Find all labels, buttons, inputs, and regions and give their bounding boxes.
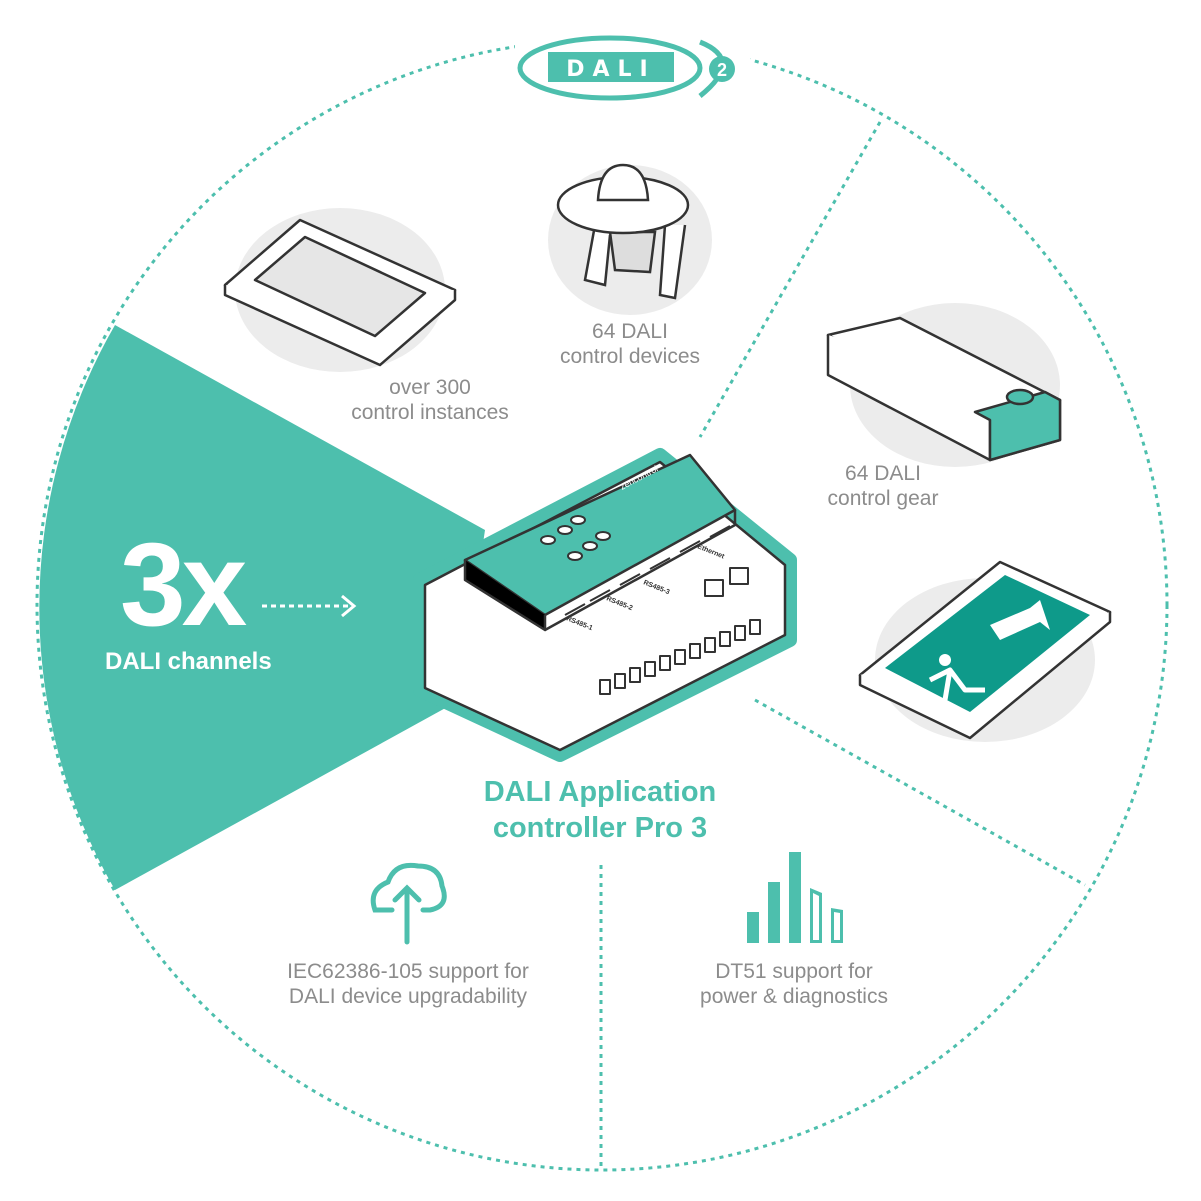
label-line: over 300 [389,376,471,399]
label-line: DT51 support for [715,960,873,983]
label-line: 64 DALI [592,320,668,343]
title-line: DALI Application [483,776,717,808]
logo-text: DALI [566,57,656,82]
bar-chart-icon [747,852,843,943]
product-title: DALI Application controller Pro 3 [400,774,800,846]
arrow-head [341,594,357,618]
label-line: power & diagnostics [700,985,888,1008]
feature-label-diagnostics: DT51 support for power & diagnostics [634,959,954,1009]
label-line: DALI device upgradability [288,985,528,1008]
label-line: control instances [351,401,509,424]
channel-label: DALI channels [105,648,272,675]
feature-label-devices: 64 DALI control devices [520,319,740,369]
channel-count: 3x [120,519,247,651]
logo-version: 2 [717,60,727,80]
emergency-exit-sign-icon [858,560,1112,740]
feature-label-instances: over 300 control instances [320,375,540,425]
label-line: 64 DALI [845,462,921,485]
label-line: control gear [827,487,939,510]
sensor-icon [556,163,690,300]
label-line: IEC62386-105 support for [287,960,529,983]
dotted-circle [35,38,1169,1172]
feature-label-gear: 64 DALI control gear [773,461,993,511]
divider-line [754,698,1086,887]
title-line: controller Pro 3 [492,812,708,844]
led-driver-icon [826,316,1062,462]
controller-device-icon: zencontrol RS485-1 RS485-2 RS485-3 Ether… [413,448,797,762]
divider-line [698,121,882,438]
dali2-logo: DALI 2 [515,35,750,105]
feature-label-upgradability: IEC62386-105 support for DALI device upg… [248,959,568,1009]
label-line: control devices [559,345,701,368]
touch-panel-icon [223,218,457,367]
cloud-upload-icon [370,862,447,945]
